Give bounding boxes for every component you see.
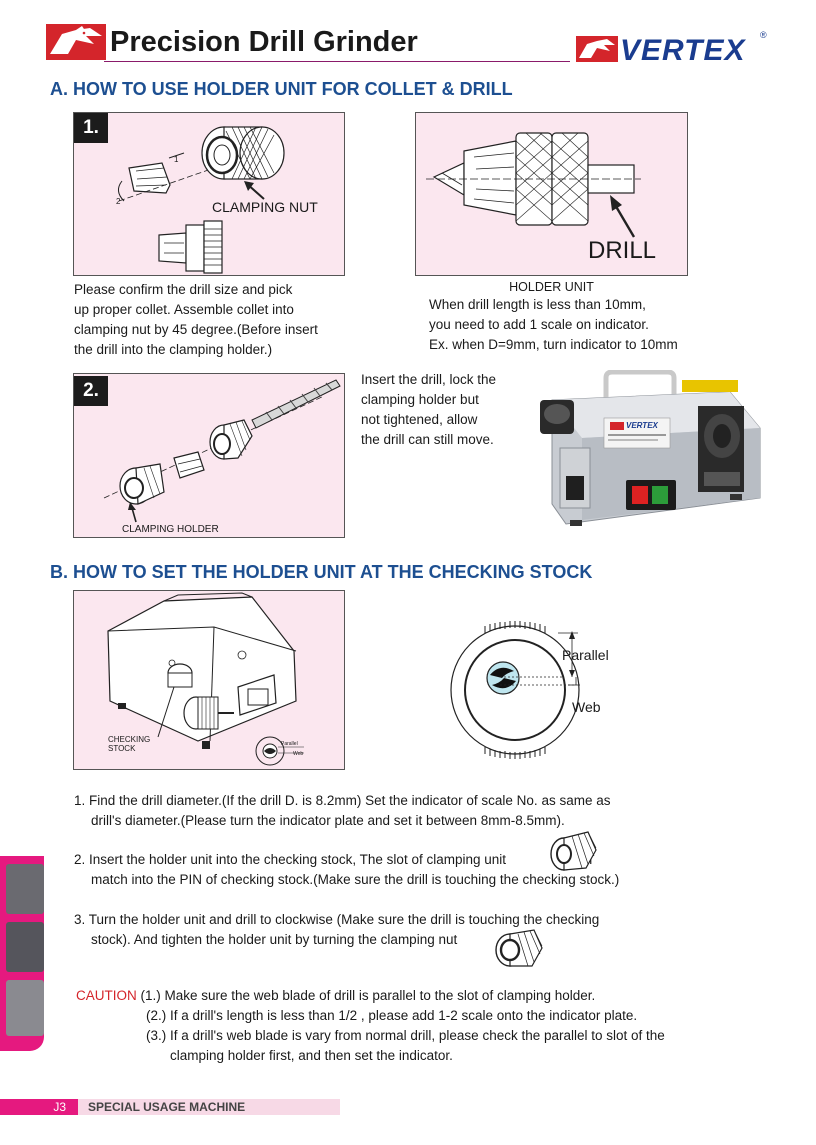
machine-body-illustration <box>540 370 761 526</box>
clamping-nut-icon <box>495 929 543 967</box>
caution-item-continued: clamping holder first, and then set the … <box>170 1048 453 1063</box>
step2-figure-panel: 2. CLAMPING HOLDER <box>73 373 345 538</box>
step1-text-line: Please confirm the drill size and pick <box>74 282 293 297</box>
instruction-line: match into the PIN of checking stock.(Ma… <box>91 872 620 887</box>
holder-unit-description: When drill length is less than 10mm, you… <box>429 295 719 355</box>
mini-parallel-label: Parallel <box>281 741 298 747</box>
eagle-logo-icon <box>46 24 106 60</box>
instruction-line: 2. Insert the holder unit into the check… <box>74 852 506 867</box>
caution-item: (3.) If a drill's web blade is vary from… <box>146 1028 665 1043</box>
instruction-step-1: 1. Find the drill diameter.(If the drill… <box>74 791 714 831</box>
holder-unit-caption: HOLDER UNIT <box>509 280 594 294</box>
caution-block: CAUTION (1.) Make sure the web blade of … <box>76 986 756 1066</box>
footer-section-label: SPECIAL USAGE MACHINE <box>88 1100 246 1114</box>
section-a-heading: A. HOW TO USE HOLDER UNIT FOR COLLET & D… <box>50 79 513 99</box>
instruction-line-with-icon: 2. Insert the holder unit into the check… <box>74 850 714 870</box>
holder-text-line: Ex. when D=9mm, turn indicator to 10mm <box>429 337 678 352</box>
brand-logo: VERTEX <box>620 34 746 67</box>
holder-unit-figure-panel: DRILL <box>415 112 688 276</box>
step2-text-line: not tightened, allow <box>361 412 478 427</box>
section-b-heading: B. HOW TO SET THE HOLDER UNIT AT THE CHE… <box>50 562 593 582</box>
step1-description: Please confirm the drill size and pick u… <box>74 280 364 360</box>
step2-text-line: clamping holder but <box>361 392 479 407</box>
side-thumbnail-2 <box>6 922 44 972</box>
side-thumbnail-3 <box>6 980 44 1036</box>
mini-web-label: Web <box>293 751 304 757</box>
checking-stock-figure-panel: CHECKING STOCK Parallel Web <box>73 590 345 770</box>
page-number: J3 <box>0 1099 78 1115</box>
title-rule <box>104 61 570 62</box>
checking-stock-label-line: STOCK <box>108 744 136 753</box>
caution-label: CAUTION <box>76 988 137 1003</box>
step2-badge: 2. <box>74 376 108 406</box>
clamping-holder-label: CLAMPING HOLDER <box>122 524 219 535</box>
parallel-label: Parallel <box>562 647 609 663</box>
instruction-line: drill's diameter.(Please turn the indica… <box>91 813 565 828</box>
holder-text-line: you need to add 1 scale on indicator. <box>429 317 649 332</box>
instruction-line: 3. Turn the holder unit and drill to clo… <box>74 912 600 927</box>
step2-description: Insert the drill, lock the clamping hold… <box>361 370 531 450</box>
caution-line-1: CAUTION (1.) Make sure the web blade of … <box>76 986 756 1006</box>
clamping-unit-icon <box>550 831 597 871</box>
holder-text-line: When drill length is less than 10mm, <box>429 297 646 312</box>
drill-grinder-machine-photo: VERTEX <box>530 370 762 530</box>
instruction-line: 1. Find the drill diameter.(If the drill… <box>74 793 611 808</box>
web-label: Web <box>572 699 601 715</box>
holder-unit-illustration <box>426 132 641 238</box>
collet-assembly-mark-1: 1 <box>174 155 179 164</box>
collet-assembly-mark-2: 2 <box>116 197 121 206</box>
brand-eagle-icon <box>576 36 618 62</box>
checking-stock-label: CHECKING STOCK <box>108 735 150 753</box>
step1-badge: 1. <box>74 113 108 143</box>
step2-text-line: the drill can still move. <box>361 432 494 447</box>
step1-text-line: the drill into the clamping holder.) <box>74 342 273 357</box>
step2-text-line: Insert the drill, lock the <box>361 372 497 387</box>
footer-band <box>0 1099 340 1115</box>
clamping-nut-label: CLAMPING NUT <box>212 199 318 215</box>
parallel-web-detail-diagram <box>450 621 580 759</box>
collet-clamping-nut-illustration <box>118 126 285 274</box>
step1-text-line: clamping nut by 45 degree.(Before insert <box>74 322 318 337</box>
step1-figure-panel: 1. <box>73 112 345 276</box>
instruction-step-3: 3. Turn the holder unit and drill to clo… <box>74 910 714 950</box>
checking-stock-label-line: CHECKING <box>108 735 151 744</box>
side-thumbnail-bar <box>0 856 44 1051</box>
caution-item: (2.) If a drill's length is less than 1/… <box>146 1008 638 1023</box>
brand-registered-mark: ® <box>760 30 767 40</box>
page-title: Precision Drill Grinder <box>110 26 418 58</box>
caution-item: (1.) Make sure the web blade of drill is… <box>140 988 596 1003</box>
instruction-line: stock). And tighten the holder unit by t… <box>91 932 458 947</box>
clamping-holder-drill-illustration <box>103 379 341 523</box>
checking-stock-illustration <box>107 592 304 766</box>
step1-text-line: up proper collet. Assemble collet into <box>74 302 294 317</box>
instruction-step-2: 2. Insert the holder unit into the check… <box>74 850 714 890</box>
machine-brand-plate: VERTEX <box>626 421 658 430</box>
side-thumbnail-1 <box>6 864 44 914</box>
drill-label: DRILL <box>588 237 657 264</box>
